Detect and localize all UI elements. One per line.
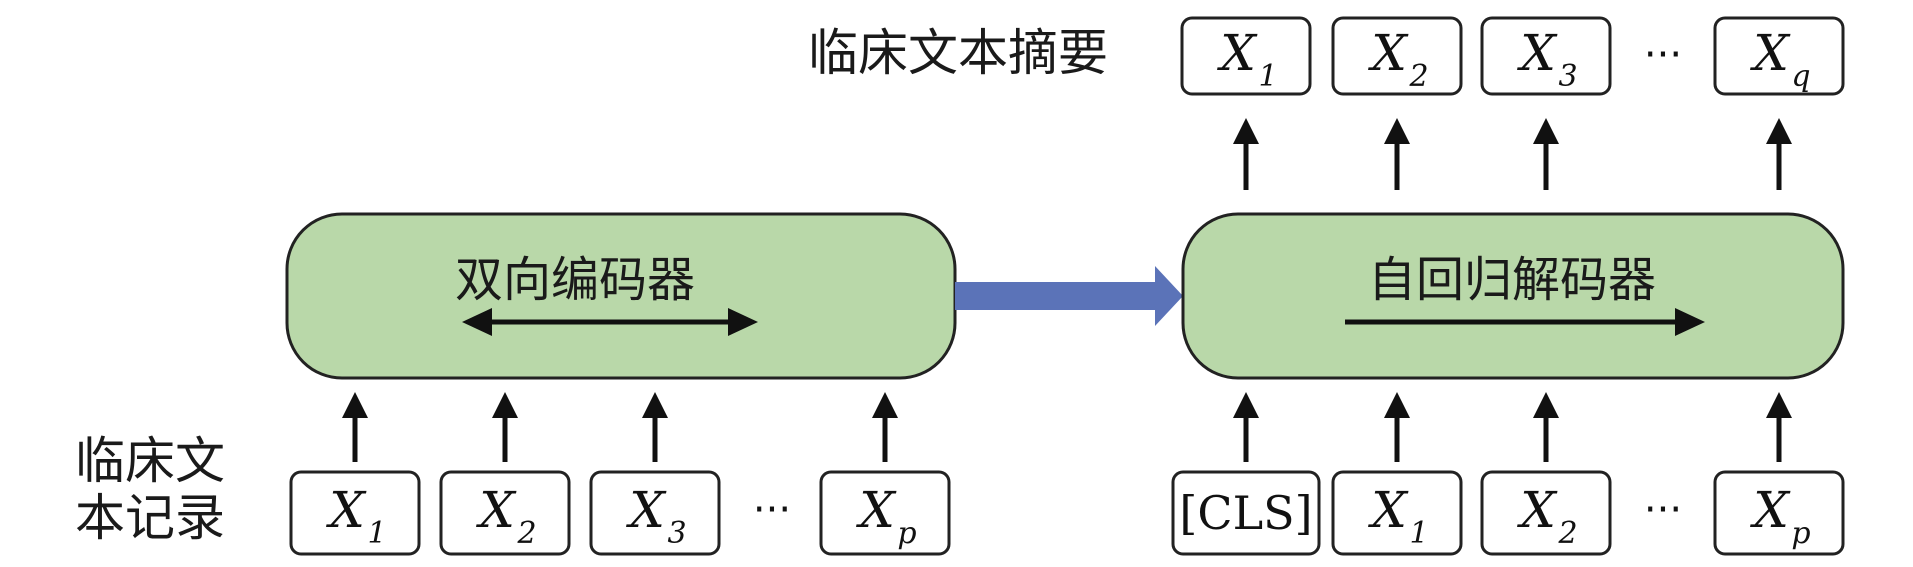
decoder-output-token-box: [1480, 16, 1612, 96]
decoder-input-token-symbol: X: [1749, 481, 1791, 539]
decoder-output-token-box: [1713, 16, 1845, 96]
encoder-input-arrow-head: [872, 392, 898, 418]
decoder-output-token-subscript: 3: [1558, 59, 1577, 94]
input-label-line1: 临床文: [75, 432, 225, 490]
decoder-output-arrow-head: [1233, 118, 1259, 144]
encoder-input-token-symbol: X: [325, 481, 367, 539]
decoder-input-token-box: [1331, 470, 1463, 556]
decoder-output-token-symbol: X: [1367, 24, 1409, 82]
encoder-input-token-box: [289, 470, 421, 556]
decoder-input-token-subscript: 1: [1409, 516, 1428, 551]
decoder-output-token-box: [1180, 16, 1312, 96]
decoder-output-token-box: [1331, 16, 1463, 96]
encoder-input-arrow-head: [492, 392, 518, 418]
decoder-input-token-symbol: X: [1367, 481, 1409, 539]
output-label: 临床文本摘要: [808, 24, 1108, 82]
decoder-input-arrow-head: [1233, 392, 1259, 418]
encoder-input-token-box: [819, 470, 951, 556]
decoder-input-arrow-head: [1533, 392, 1559, 418]
input-label-line2: 本记录: [75, 489, 225, 547]
decoder-output-arrow-head: [1384, 118, 1410, 144]
encoder-input-token-subscript: 1: [367, 516, 386, 551]
decoder-output-token-symbol: X: [1516, 24, 1558, 82]
encoder-input-token-symbol: X: [475, 481, 517, 539]
decoder-input-token-subscript: p: [1791, 516, 1810, 551]
encoder-input-arrow-head: [642, 392, 668, 418]
decoder-input-token: [CLS]: [1171, 470, 1321, 556]
autoregressive-arrow-head: [1675, 308, 1705, 336]
connector-shaft: [955, 282, 1160, 310]
connector-head: [1155, 266, 1183, 326]
decoder-input-token-subscript: 2: [1557, 516, 1577, 551]
decoder-input-token-symbol: X: [1516, 481, 1558, 539]
decoder-output-token-subscript: q: [1791, 59, 1810, 94]
decoder-output-arrow-head: [1766, 118, 1792, 144]
decoder-input-token-box: [1480, 470, 1612, 556]
decoder-output-token-subscript: 2: [1408, 59, 1428, 94]
encoder-input-token-subscript: p: [897, 516, 916, 551]
bidirectional-arrow-right-head: [728, 308, 758, 336]
decoder-input-arrow-head: [1384, 392, 1410, 418]
decoder-block: 自回归解码器: [1181, 212, 1845, 380]
decoder-box: [1181, 212, 1845, 380]
decoder-input-token-text: [CLS]: [1179, 486, 1312, 540]
decoder-output-ellipsis: ···: [1644, 32, 1682, 78]
decoder-output-token-symbol: X: [1216, 24, 1258, 82]
encoder-input-arrow-head: [342, 392, 368, 418]
decoder-input-token-box: [1713, 470, 1845, 556]
encoder-input-token-subscript: 2: [516, 516, 536, 551]
decoder-input-ellipsis: ···: [1644, 487, 1682, 533]
encoder-label: 双向编码器: [455, 252, 695, 308]
bidirectional-arrow-left-head: [462, 308, 492, 336]
encoder-input-token-subscript: 3: [667, 516, 686, 551]
encoder-input-token-symbol: X: [625, 481, 667, 539]
decoder-output-token-symbol: X: [1749, 24, 1791, 82]
encoder-block: 双向编码器: [285, 212, 957, 380]
encoder-input-token-box: [589, 470, 721, 556]
decoder-output-arrow-head: [1533, 118, 1559, 144]
decoder-label: 自回归解码器: [1368, 252, 1656, 308]
decoder-input-token-box: [1171, 470, 1321, 556]
encoder-input-token-symbol: X: [855, 481, 897, 539]
encoder-input-token-box: [439, 470, 571, 556]
decoder-output-token-subscript: 1: [1258, 59, 1277, 94]
decoder-input-arrow-head: [1766, 392, 1792, 418]
encoder-input-ellipsis: ···: [753, 487, 791, 533]
encoder-to-decoder-arrow: [955, 266, 1183, 326]
